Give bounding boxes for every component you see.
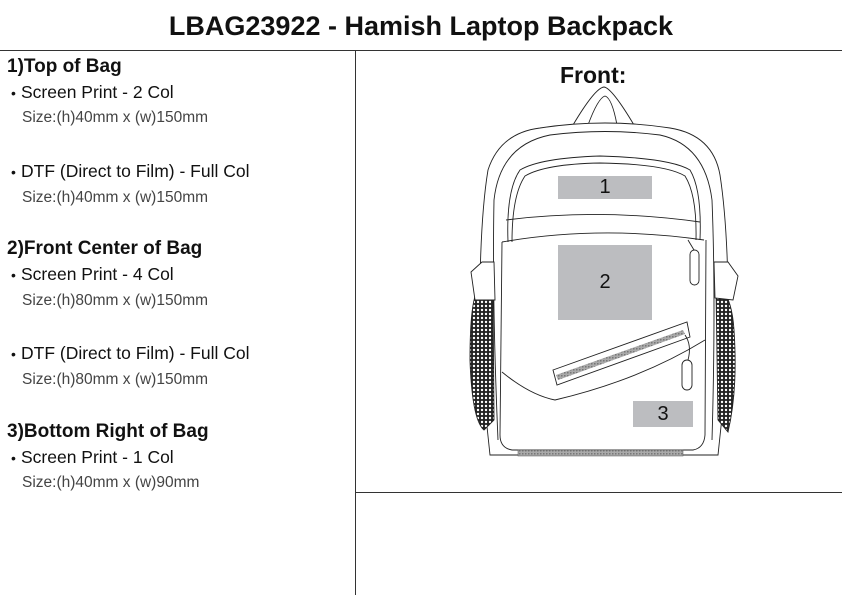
print-method: •DTF (Direct to Film) - Full Col xyxy=(11,161,250,181)
print-method: •DTF (Direct to Film) - Full Col xyxy=(11,343,250,363)
section-heading: 3)Bottom Right of Bag xyxy=(7,421,209,442)
print-size: Size:(h)40mm x (w)150mm xyxy=(22,189,209,206)
print-area-1: 1 xyxy=(558,176,652,199)
page-title: LBAG23922 - Hamish Laptop Backpack xyxy=(168,11,674,41)
image-panel-divider xyxy=(355,492,842,493)
print-size: Size:(h)40mm x (w)150mm xyxy=(22,109,209,126)
print-area-2: 2 xyxy=(558,245,652,320)
section-heading: 1)Top of Bag xyxy=(7,56,122,77)
print-method: •Screen Print - 1 Col xyxy=(11,447,174,467)
header-divider xyxy=(0,50,842,51)
print-area-3: 3 xyxy=(633,401,693,427)
print-size: Size:(h)40mm x (w)90mm xyxy=(22,474,200,491)
column-divider xyxy=(355,50,356,595)
print-size: Size:(h)80mm x (w)150mm xyxy=(22,292,209,309)
print-size: Size:(h)80mm x (w)150mm xyxy=(22,371,209,388)
print-method: •Screen Print - 2 Col xyxy=(11,82,174,102)
section-heading: 2)Front Center of Bag xyxy=(7,238,203,259)
print-method: •Screen Print - 4 Col xyxy=(11,264,174,284)
view-label: Front: xyxy=(560,62,627,88)
